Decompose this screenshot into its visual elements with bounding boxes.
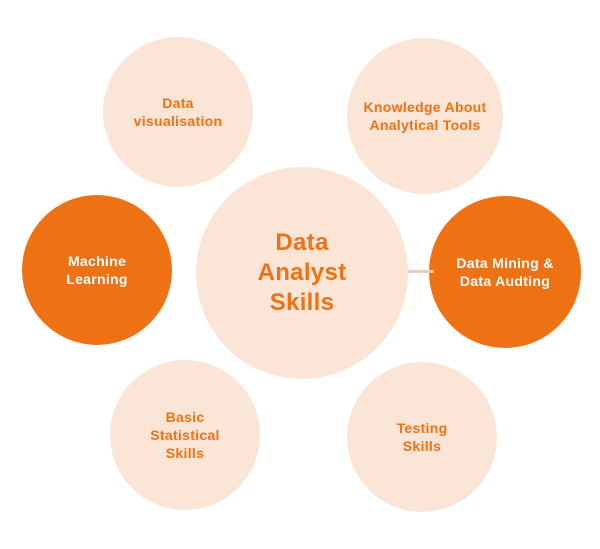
- node-analytical-tools: Knowledge About Analytical Tools: [347, 38, 503, 194]
- node-basic-statistical-skills-label: Basic Statistical Skills: [150, 408, 220, 462]
- connector-line-center-to-data-mining: [404, 270, 434, 273]
- node-testing-skills-label: Testing Skills: [396, 419, 448, 454]
- node-basic-statistical-skills: Basic Statistical Skills: [110, 360, 260, 510]
- node-machine-learning-label: Machine Learning: [66, 252, 128, 287]
- node-testing-skills: Testing Skills: [347, 362, 497, 512]
- node-data-visualisation-label: Data visualisation: [133, 94, 223, 129]
- node-machine-learning: Machine Learning: [22, 195, 172, 345]
- node-center-label: Data Analyst Skills: [257, 229, 347, 316]
- node-data-mining-audting: Data Mining & Data Audting: [429, 196, 581, 348]
- node-center-data-analyst-skills: Data Analyst Skills: [196, 167, 408, 379]
- node-data-visualisation: Data visualisation: [103, 37, 253, 187]
- node-analytical-tools-label: Knowledge About Analytical Tools: [363, 98, 487, 133]
- node-data-mining-audting-label: Data Mining & Data Audting: [456, 254, 554, 289]
